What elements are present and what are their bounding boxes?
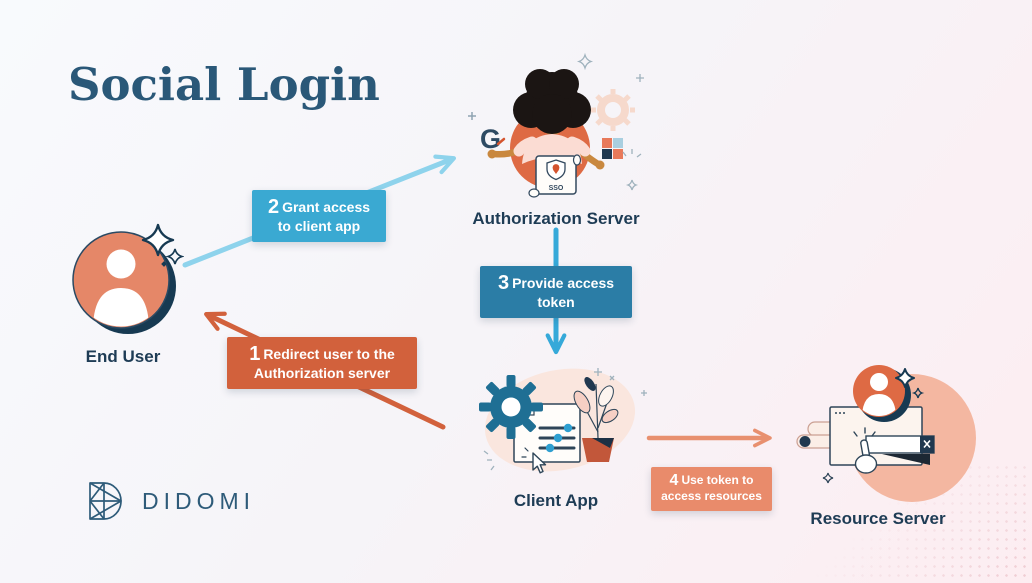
address-bar [865,435,935,454]
authorization-server-illustration: SSO G [468,52,644,198]
afro-hair [513,69,591,134]
svg-text:G: G [480,124,501,154]
resource-server-node: Resource Server [778,362,978,529]
resource-server-label: Resource Server [810,509,946,528]
step-1-number: 1 [249,343,261,365]
didomi-logo: DIDOMI [82,478,255,524]
google-g-icon: G [468,112,506,154]
sso-scroll-icon: SSO [528,154,582,198]
plant-icon [573,377,619,462]
step-3-text: Provide access token [512,275,615,310]
end-user-label: End User [85,347,161,366]
hand-pointer-icon [853,427,878,474]
page-title: Social Login [68,58,380,111]
authorization-server-node: SSO G Authorization Ser [448,52,664,229]
end-user-node: End User [62,218,186,367]
step-2-number: 2 [267,196,280,218]
client-app-illustration [479,368,647,474]
didomi-logo-mark [89,482,122,520]
authorization-server-label: Authorization Server [472,209,640,228]
sparkle-icon [576,52,644,191]
sparkle-icon [822,472,834,484]
sparkle-icon [895,368,925,399]
client-app-label: Client App [513,491,599,510]
microsoft-squares-icon [602,138,623,159]
step-4-text: Use token to access resources [661,473,762,503]
resource-server-illustration [796,365,976,502]
sparkle-icon [483,368,647,471]
gear-icon [591,89,635,131]
step-4-number: 4 [669,472,679,489]
gear-icon [479,375,543,439]
slider-controls-icon [538,423,576,453]
didomi-logo-text: DIDOMI [142,487,256,514]
client-app-node: Client App [448,362,664,511]
step-1-text: Redirect user to the Authorization serve… [253,346,395,381]
step-3-number: 3 [497,272,510,294]
svg-text:SSO: SSO [549,185,564,192]
step-2-text: Grant access to client app [277,199,371,234]
cursor-icon [521,447,547,474]
avatar [853,365,911,422]
person-in-circle-icon [72,223,186,334]
